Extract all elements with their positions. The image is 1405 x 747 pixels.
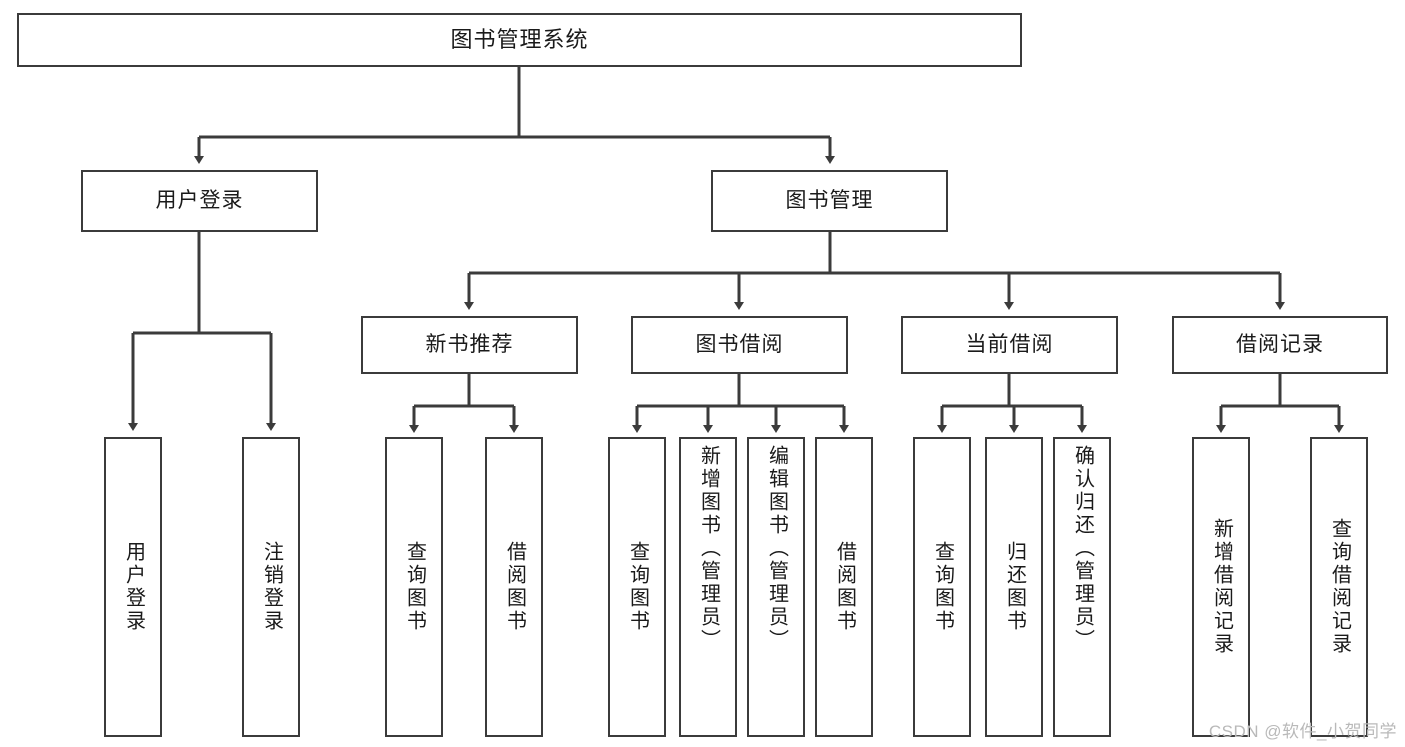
node-leaf-confirm-return-label: 确认归还（管理员）	[1071, 445, 1094, 652]
node-root-label: 图书管理系统	[450, 27, 589, 53]
node-leaf-query-book-1-label: 查询图书	[403, 541, 426, 633]
node-leaf-add-record-label: 新增借阅记录	[1210, 518, 1233, 656]
node-leaf-query-book-3[interactable]: 查询图书	[913, 437, 971, 737]
node-leaf-user-logout[interactable]: 注销登录	[242, 437, 300, 737]
node-leaf-add-book-label: 新增图书（管理员）	[697, 445, 720, 652]
node-leaf-borrow-book-1-label: 借阅图书	[503, 541, 526, 633]
node-leaf-confirm-return[interactable]: 确认归还（管理员）	[1053, 437, 1111, 737]
node-current-borrow[interactable]: 当前借阅	[901, 316, 1118, 374]
node-leaf-query-record[interactable]: 查询借阅记录	[1310, 437, 1368, 737]
node-leaf-edit-book[interactable]: 编辑图书（管理员）	[747, 437, 805, 737]
node-leaf-user-login[interactable]: 用户登录	[104, 437, 162, 737]
node-leaf-user-login-label: 用户登录	[122, 541, 145, 633]
node-leaf-borrow-book-1[interactable]: 借阅图书	[485, 437, 543, 737]
node-root[interactable]: 图书管理系统	[17, 13, 1022, 67]
node-user-login[interactable]: 用户登录	[81, 170, 318, 232]
node-leaf-query-record-label: 查询借阅记录	[1328, 518, 1351, 656]
node-borrow-record-label: 借阅记录	[1236, 332, 1324, 356]
node-book-manage-label: 图书管理	[785, 188, 874, 212]
node-new-book-recommend-label: 新书推荐	[425, 332, 514, 356]
node-leaf-borrow-book-2-label: 借阅图书	[833, 541, 856, 633]
node-leaf-query-book-1[interactable]: 查询图书	[385, 437, 443, 737]
node-user-login-label: 用户登录	[155, 188, 244, 212]
node-leaf-add-book[interactable]: 新增图书（管理员）	[679, 437, 737, 737]
node-leaf-add-record[interactable]: 新增借阅记录	[1192, 437, 1250, 737]
node-leaf-query-book-2-label: 查询图书	[626, 541, 649, 633]
node-borrow-record[interactable]: 借阅记录	[1172, 316, 1388, 374]
node-leaf-query-book-3-label: 查询图书	[931, 541, 954, 633]
node-new-book-recommend[interactable]: 新书推荐	[361, 316, 578, 374]
node-book-borrow-label: 图书借阅	[695, 332, 784, 356]
node-leaf-query-book-2[interactable]: 查询图书	[608, 437, 666, 737]
node-current-borrow-label: 当前借阅	[965, 332, 1054, 356]
node-leaf-user-logout-label: 注销登录	[260, 541, 283, 633]
node-leaf-borrow-book-2[interactable]: 借阅图书	[815, 437, 873, 737]
node-book-borrow[interactable]: 图书借阅	[631, 316, 848, 374]
node-leaf-edit-book-label: 编辑图书（管理员）	[765, 445, 788, 652]
node-leaf-return-book[interactable]: 归还图书	[985, 437, 1043, 737]
node-leaf-return-book-label: 归还图书	[1003, 541, 1026, 633]
node-book-manage[interactable]: 图书管理	[711, 170, 948, 232]
